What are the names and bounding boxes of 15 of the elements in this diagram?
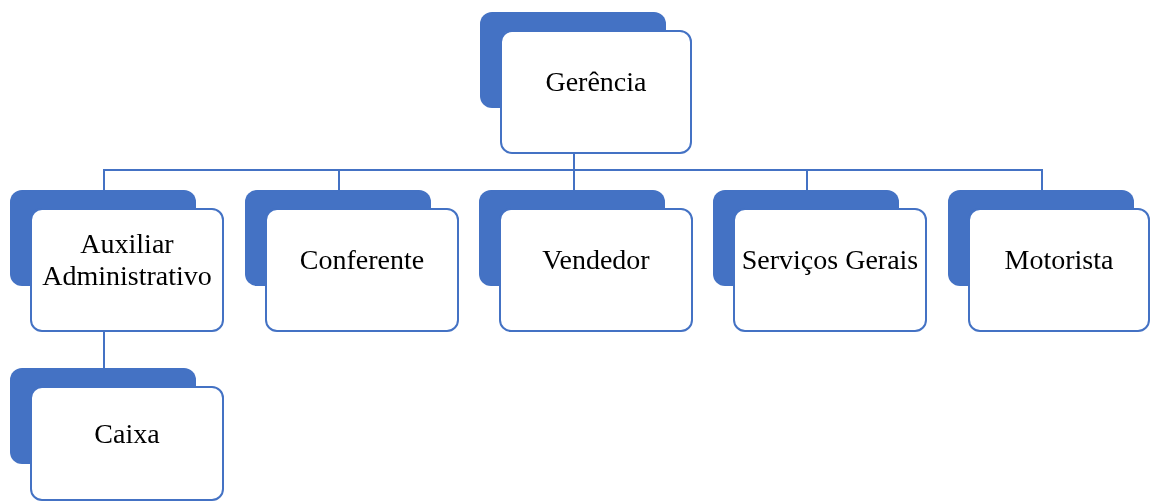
tabbed-position-box	[948, 190, 1150, 332]
tabbed-position-box	[10, 190, 224, 332]
tabbed-position-box	[479, 190, 693, 332]
position-title: Auxiliar Administrativo	[41, 228, 213, 292]
tabbed-position-box	[245, 190, 459, 332]
position-title: Serviços Gerais	[741, 244, 919, 276]
connector-line	[103, 331, 105, 369]
tabbed-position-box	[713, 190, 927, 332]
position-title: Conferente	[299, 244, 425, 276]
position-title: Motorista	[1004, 244, 1114, 276]
tabbed-position-box	[10, 368, 224, 501]
position-title: Vendedor	[542, 244, 650, 276]
tabbed-position-box	[480, 12, 692, 154]
position-title: Gerência	[545, 66, 647, 98]
position-title: Caixa	[94, 417, 160, 450]
